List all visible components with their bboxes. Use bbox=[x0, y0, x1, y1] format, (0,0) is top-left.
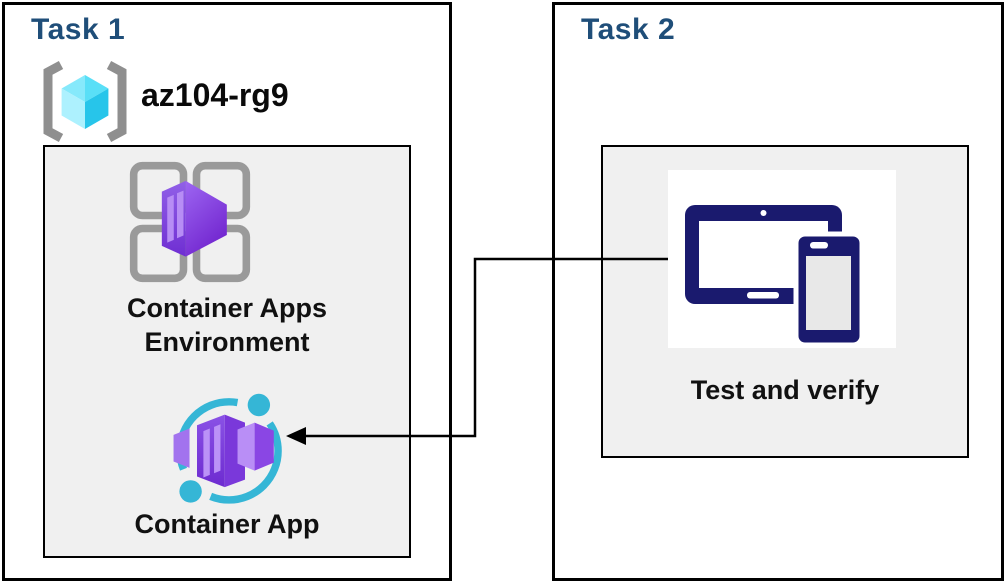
resource-group-name: az104-rg9 bbox=[141, 77, 289, 113]
task2-title: Task 2 bbox=[581, 13, 676, 46]
resource-group-icon bbox=[43, 61, 127, 142]
environment-label: Container Apps Environment bbox=[126, 293, 327, 357]
task1-box: Task 1 az104-rg9 bbox=[2, 2, 452, 581]
container-apps-environment-icon bbox=[129, 161, 251, 283]
task1-inner-box: Container Apps Environment Co bbox=[43, 145, 411, 558]
container-app-icon bbox=[173, 393, 282, 504]
tablet-and-phone-icon bbox=[685, 205, 865, 348]
test-and-verify-label: Test and verify bbox=[690, 375, 880, 405]
container-app-label: Container App bbox=[134, 509, 320, 539]
test-icon-plate bbox=[668, 170, 896, 348]
task1-title: Task 1 bbox=[31, 13, 126, 46]
